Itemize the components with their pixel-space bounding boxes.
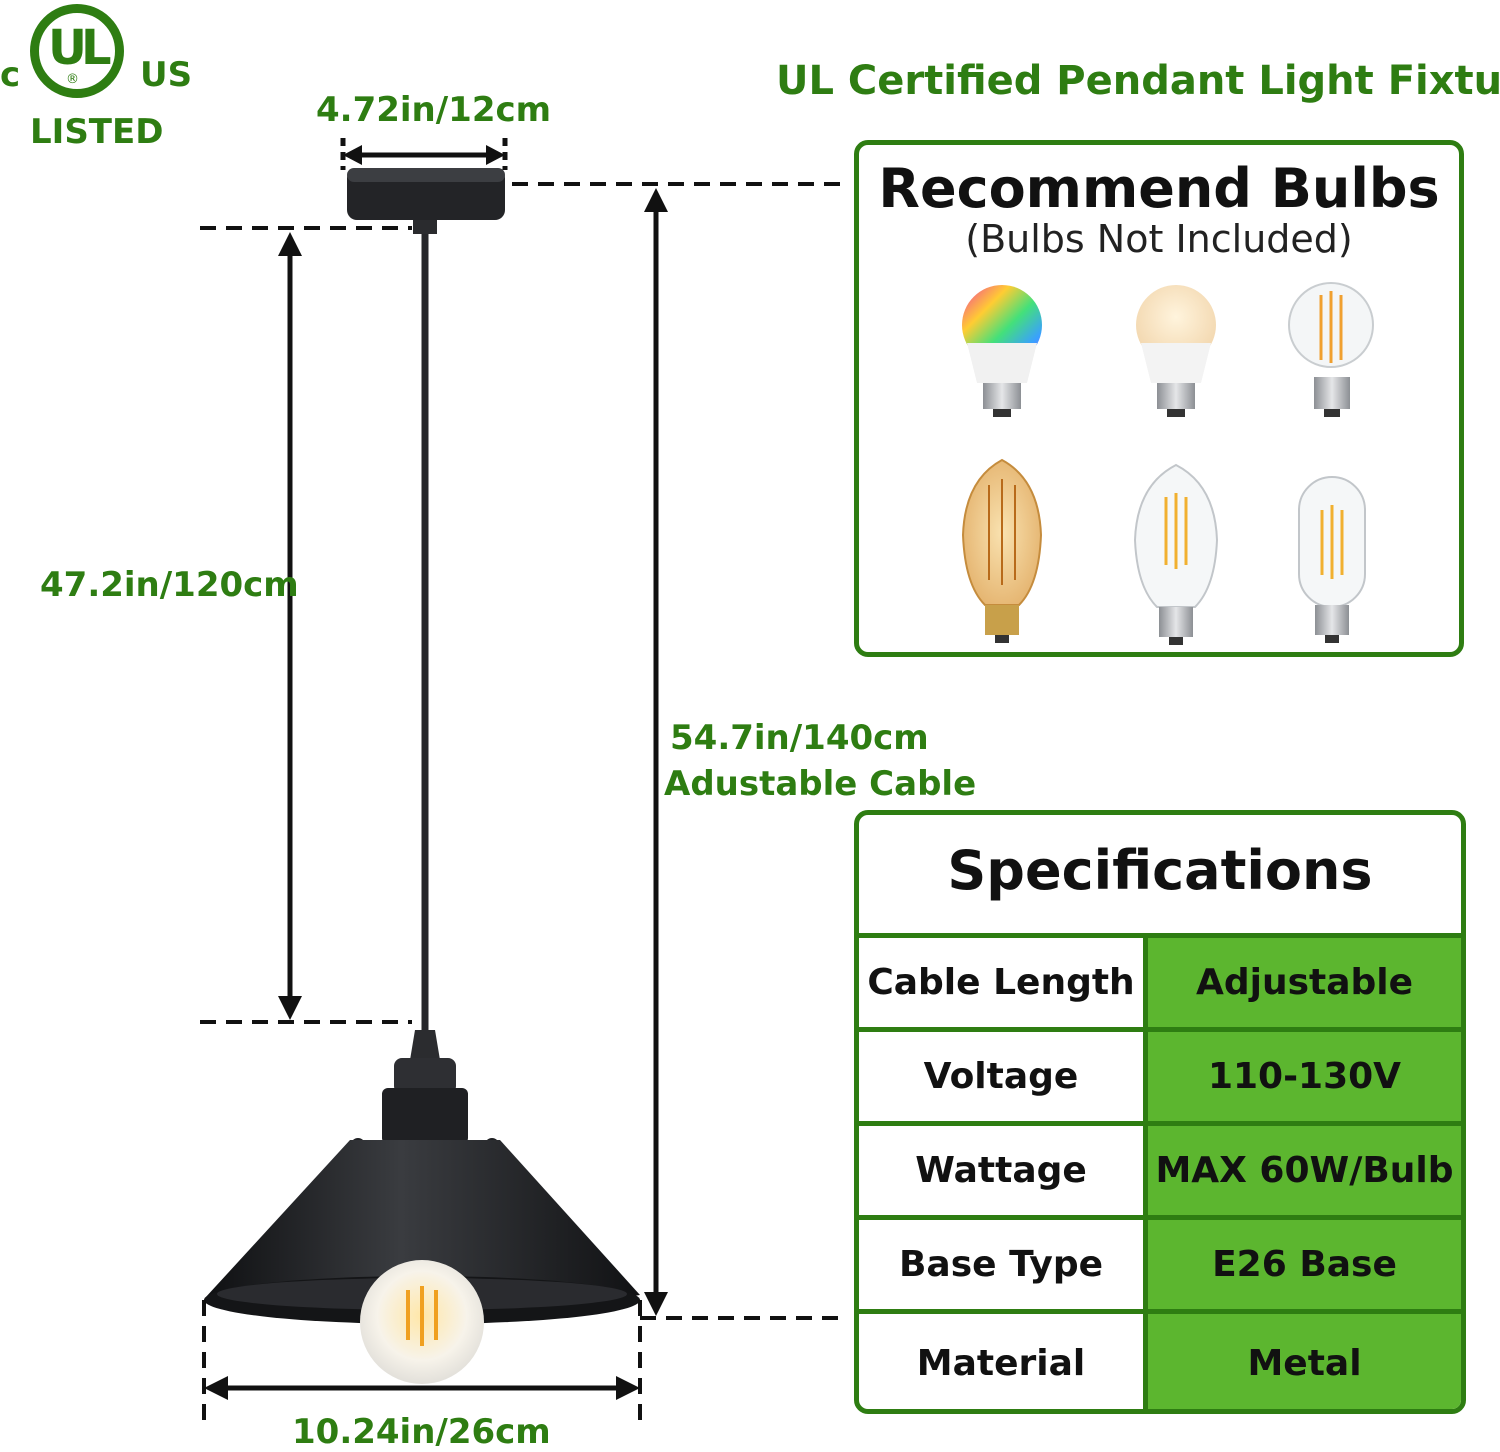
spec-value: MAX 60W/Bulb [1143, 1126, 1461, 1215]
ul-listed-logo: UL ® c US LISTED [0, 0, 193, 160]
fixture-diagram [200, 138, 848, 1430]
spec-value: E26 Base [1143, 1220, 1461, 1309]
canopy-width-label: 4.72in/12cm [316, 90, 552, 130]
ul-ring-icon [30, 4, 124, 98]
cable-length-label: 47.2in/120cm [40, 565, 299, 605]
table-row: Base Type E26 Base [859, 1215, 1461, 1309]
bulbs-subtitle: (Bulbs Not Included) [965, 217, 1353, 261]
table-row: Wattage MAX 60W/Bulb [859, 1121, 1461, 1215]
ul-right-letters: US [140, 55, 193, 95]
canopy-icon [347, 168, 505, 234]
st64-clear-bulb-icon [1133, 463, 1219, 645]
table-row: Material Metal [859, 1309, 1461, 1409]
st64-amber-bulb-icon [961, 458, 1043, 643]
total-height-note: Adustable Cable [664, 764, 977, 804]
recommend-bulbs-panel: Recommend Bulbs (Bulbs Not Included) [854, 140, 1464, 657]
spec-value: 110-130V [1143, 1032, 1461, 1121]
ul-caption: LISTED [30, 112, 164, 152]
spec-value: Adjustable [1143, 938, 1461, 1027]
socket-icon [351, 1030, 499, 1152]
filament-bulb-icon [360, 1260, 484, 1384]
bulbs-title: Recommend Bulbs [878, 157, 1440, 220]
rgb-bulb-icon [962, 285, 1042, 417]
ul-mark: UL [48, 20, 112, 76]
frosted-bulb-icon [1136, 285, 1216, 417]
specs-title: Specifications [947, 839, 1373, 902]
registered-mark: ® [66, 72, 79, 87]
spec-label: Base Type [898, 1244, 1104, 1285]
a19-filament-bulb-icon [1288, 282, 1374, 417]
spec-label: Material [916, 1343, 1086, 1384]
spec-label: Voltage [923, 1056, 1079, 1097]
table-row: Voltage 110-130V [859, 1027, 1461, 1121]
spec-label: Cable Length [867, 962, 1135, 1003]
specifications-table: Specifications Cable Length Adjustable V… [854, 810, 1466, 1414]
spec-label: Wattage [915, 1150, 1087, 1191]
headline: UL Certified Pendant Light Fixture [776, 58, 1500, 104]
bulb-grid [961, 282, 1374, 645]
spec-value: Metal [1143, 1314, 1461, 1409]
ul-left-letter: c [0, 55, 21, 95]
shade-icon [204, 1140, 640, 1324]
shade-width-label: 10.24in/26cm [292, 1412, 551, 1452]
t45-filament-bulb-icon [1298, 476, 1366, 643]
total-height-label: 54.7in/140cm [670, 718, 929, 758]
canopy-width-dimension [340, 138, 508, 170]
table-row: Cable Length Adjustable [859, 933, 1461, 1027]
